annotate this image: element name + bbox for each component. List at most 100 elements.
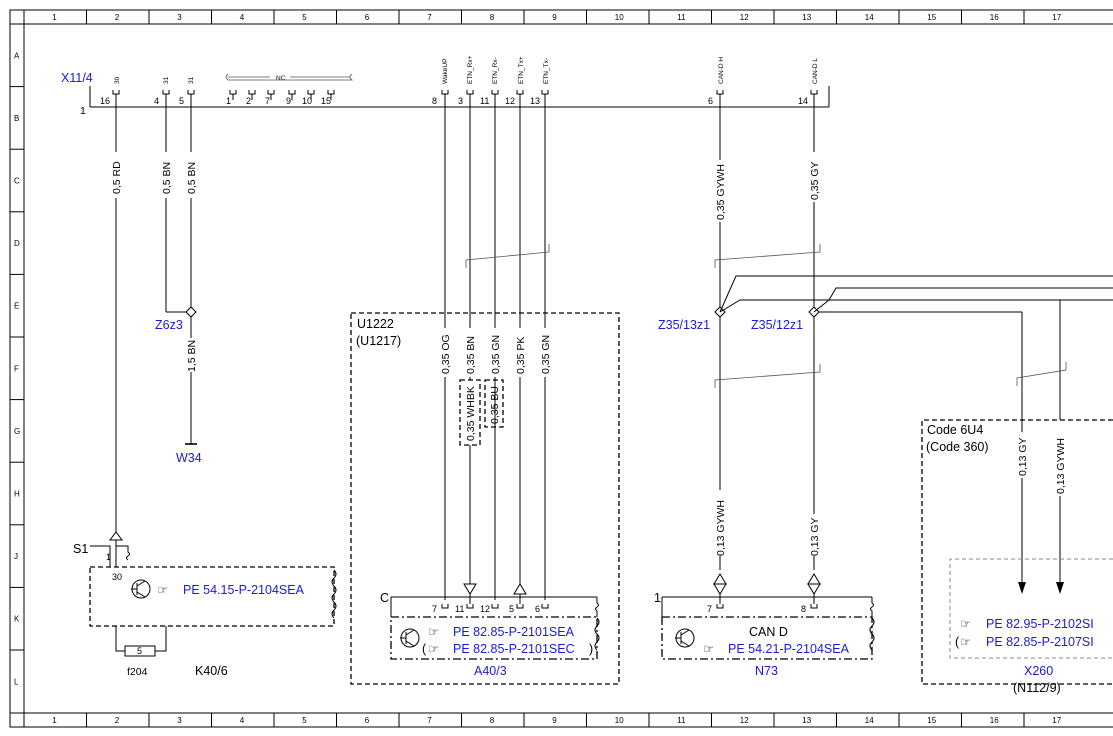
hand-pointer-icon: ☞ bbox=[157, 583, 168, 597]
n73-title: CAN D bbox=[749, 625, 788, 639]
grid-col-label: 14 bbox=[865, 716, 874, 725]
node-z35-12z1: Z35/12z1 bbox=[751, 318, 803, 332]
pin-label-etn-rx-plus: ETN_Rx+ bbox=[467, 55, 474, 84]
k40-6-fuse-pin: 5 bbox=[137, 646, 142, 656]
pin-num-12: 12 bbox=[505, 96, 515, 106]
component-a40-3: C 7 11 12 5 6 ☞ PE 82.85-P-2101SEA ( ☞ P… bbox=[380, 591, 600, 678]
svg-text:): ) bbox=[589, 642, 593, 656]
pin-num-5: 5 bbox=[179, 96, 184, 106]
pin-label-etn-rx-minus: ETN_Rx- bbox=[492, 57, 499, 84]
pin-label-can-d-l: CAN-D L bbox=[812, 58, 819, 84]
ethernet-wires: 0,35 OG 0,35 BN 0,35 WHBK 0,35 GN 0,35 B… bbox=[440, 96, 552, 604]
pin-label-wakeup: WakeUP bbox=[442, 59, 449, 84]
bu-bracket bbox=[484, 379, 504, 428]
grid-col-label: 12 bbox=[740, 716, 749, 725]
grid-row-label: A bbox=[14, 51, 20, 60]
grid-col-label: 16 bbox=[990, 13, 999, 22]
grid-col-label: 10 bbox=[615, 13, 624, 22]
a40-3-pin-7: 7 bbox=[432, 604, 437, 614]
pin-label-can-d-h: CAN-D H bbox=[718, 57, 725, 84]
k40-6-label: K40/6 bbox=[195, 664, 228, 678]
wire-label-whbk: 0,35 WHBK bbox=[465, 386, 477, 441]
code-6u4-subtitle: (Code 360) bbox=[926, 440, 989, 454]
wire-label-gywh-right: 0,13 GYWH bbox=[1055, 438, 1067, 494]
x260-wires: 0,13 GY 0,13 GYWH bbox=[1017, 437, 1067, 594]
connector-x11-4: X11/4 1 30 31 31 NC WakeUP ETN_Rx+ ETN_R… bbox=[61, 55, 830, 609]
k40-6-ref: PE 54.15-P-2104SEA bbox=[183, 583, 305, 597]
grid-col-label: 5 bbox=[302, 716, 307, 725]
pin-num-3: 3 bbox=[458, 96, 463, 106]
pin-num-11: 11 bbox=[480, 96, 489, 106]
code-6u4-box bbox=[921, 419, 1113, 685]
pin-contact bbox=[267, 90, 275, 100]
arrow-down-icon bbox=[1018, 582, 1026, 594]
grid-col-label: 6 bbox=[365, 13, 370, 22]
x260-ref2: PE 82.85-P-2107SI bbox=[986, 635, 1094, 649]
pin-num-1: 1 bbox=[226, 96, 231, 106]
arrow-down-icon bbox=[1056, 582, 1064, 594]
grid-row-label: E bbox=[14, 302, 19, 311]
pin-label-31a: 31 bbox=[163, 76, 170, 84]
hand-pointer-icon: ☞ bbox=[960, 635, 971, 649]
wire-label-gy-right: 0,13 GY bbox=[1017, 437, 1029, 476]
grid-row-label: B bbox=[14, 114, 19, 123]
grid-col-label: 2 bbox=[115, 716, 120, 725]
a40-3-label: A40/3 bbox=[474, 664, 507, 678]
hand-pointer-icon: ☞ bbox=[428, 642, 439, 656]
grid-col-label: 7 bbox=[427, 13, 432, 22]
pin-num-2: 2 bbox=[246, 96, 251, 106]
grid-col-label: 2 bbox=[115, 13, 120, 22]
svg-text:(: ( bbox=[955, 635, 960, 649]
grid-col-label: 4 bbox=[240, 13, 245, 22]
splice-diamond-icon bbox=[185, 306, 197, 318]
pin-contact bbox=[248, 90, 256, 100]
grid-col-label: 13 bbox=[802, 13, 811, 22]
grid-row-label: C bbox=[14, 177, 20, 186]
pin-contact bbox=[307, 90, 315, 100]
grid-col-label: 10 bbox=[615, 716, 624, 725]
grid-col-label: 11 bbox=[677, 716, 686, 725]
pin-num-7: 7 bbox=[265, 96, 270, 106]
transistor-icon bbox=[675, 628, 695, 648]
grid-row-label: G bbox=[14, 427, 20, 436]
pin-num-6: 6 bbox=[708, 96, 713, 106]
wire-label-gn2: 0,35 GN bbox=[540, 335, 552, 374]
pin-contact bbox=[441, 604, 449, 609]
pin-contact bbox=[491, 604, 499, 609]
component-x260: ☞ PE 82.95-P-2102SI ( ☞ PE 82.85-P-2107S… bbox=[949, 558, 1113, 695]
pin-label-etn-tx-plus: ETN_Tx+ bbox=[518, 56, 525, 84]
pin-label-nc: NC bbox=[276, 75, 286, 82]
node-z6z3: Z6z3 bbox=[155, 318, 183, 332]
grid-col-label: 14 bbox=[865, 13, 874, 22]
grid-col-label: 11 bbox=[677, 13, 686, 22]
grid-col-label: 15 bbox=[927, 13, 936, 22]
hand-pointer-icon: ☞ bbox=[703, 642, 714, 656]
grid-col-label: 6 bbox=[365, 716, 370, 725]
pin-num-10: 10 bbox=[302, 96, 312, 106]
x260-ref1: PE 82.95-P-2102SI bbox=[986, 617, 1094, 631]
grid-row-label: H bbox=[14, 490, 20, 499]
node-w34: W34 bbox=[176, 451, 202, 465]
a40-3-box bbox=[390, 616, 598, 660]
grid-col-label: 5 bbox=[302, 13, 307, 22]
node-z35-13z1: Z35/13z1 bbox=[658, 318, 710, 332]
grid-col-label: 4 bbox=[240, 716, 245, 725]
wire-30-rd: 0,5 RD bbox=[111, 96, 123, 532]
n73-label: N73 bbox=[755, 664, 778, 678]
wire-label-pk: 0,35 PK bbox=[515, 337, 527, 374]
grid-col-label: 9 bbox=[552, 13, 557, 22]
grid-col-label: 16 bbox=[990, 716, 999, 725]
wire-label-bu: 0,35 BU bbox=[489, 386, 501, 424]
pin-contact bbox=[288, 90, 296, 100]
wire-label-31b: 0,5 BN bbox=[186, 162, 198, 194]
hand-pointer-icon: ☞ bbox=[428, 625, 439, 639]
grid-row-label: J bbox=[14, 552, 18, 561]
n73-ref: PE 54.21-P-2104SEA bbox=[728, 642, 850, 656]
a40-3-ref1: PE 82.85-P-2101SEA bbox=[453, 625, 575, 639]
wire-label-og: 0,35 OG bbox=[440, 334, 452, 374]
wire-label-bn: 0,35 BN bbox=[465, 336, 477, 374]
wire-31-bn-b: 0,5 BN 1,5 BN bbox=[185, 96, 198, 445]
n73-pin-8: 8 bbox=[801, 604, 806, 614]
grid-row-label: D bbox=[14, 239, 20, 248]
